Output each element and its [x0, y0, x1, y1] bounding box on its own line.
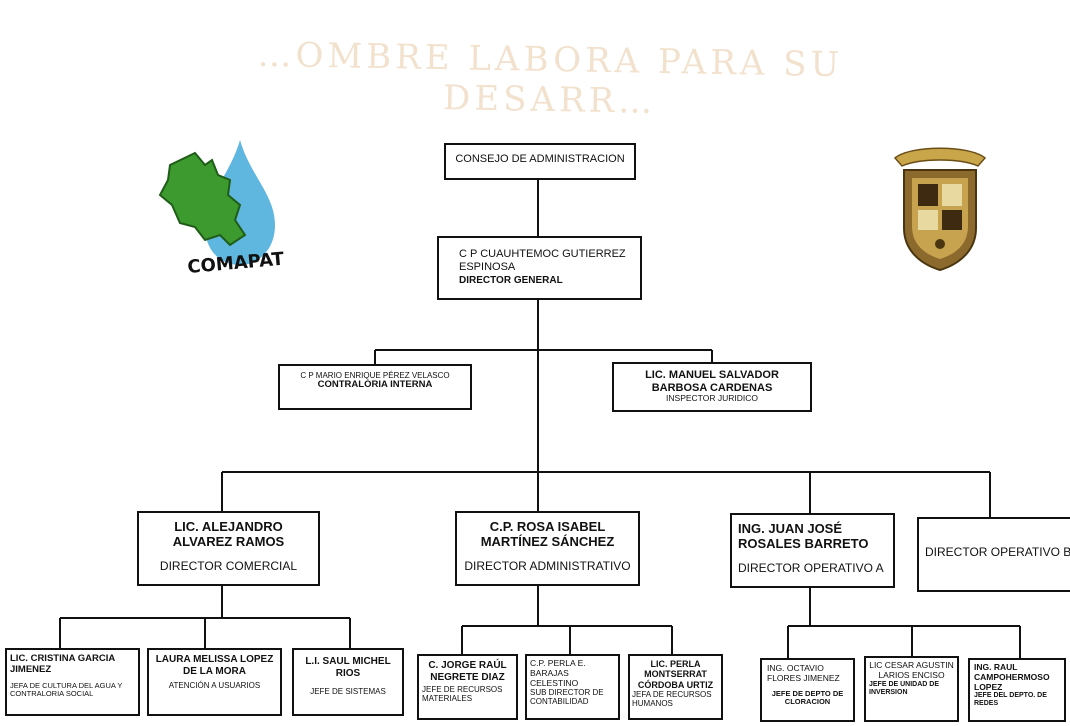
unit-inversion-role: JEFE DE UNIDAD DE INVERSION [869, 680, 940, 696]
unit-cloracion-name: ING. OCTAVIO FLORES JIMENEZ [767, 663, 840, 683]
director-administrativo-role: DIRECTOR ADMINISTRATIVO [464, 558, 631, 573]
contraloria-name: C P MARIO ENRIQUE PÉREZ VELASCO [300, 371, 450, 380]
unit-sistemas-box: L.I. SAUL MICHEL RIOS JEFE DE SISTEMAS [292, 648, 404, 716]
unit-contabilidad-box: C.P. PERLA E. BARAJAS CELESTINO SUB DIRE… [525, 654, 620, 720]
unit-materiales-role: JEFE DE RECURSOS MATERIALES [422, 685, 503, 704]
unit-atencion-box: LAURA MELISSA LOPEZ DE LA MORA ATENCIÓN … [147, 648, 282, 716]
director-operativo-b-box: DIRECTOR OPERATIVO B [917, 517, 1070, 592]
contraloria-role: CONTRALORIA INTERNA [317, 379, 433, 391]
board-label: CONSEJO DE ADMINISTRACION [455, 153, 625, 165]
director-general-role: DIRECTOR GENERAL [459, 275, 563, 287]
juridico-box: LIC. MANUEL SALVADOR BARBOSA CARDENAS IN… [612, 362, 812, 412]
unit-cloracion-box: ING. OCTAVIO FLORES JIMENEZ JEFE DE DEPT… [760, 658, 855, 722]
unit-materiales-box: C. JORGE RAÚL NEGRETE DIAZ JEFE DE RECUR… [417, 654, 518, 720]
unit-redes-name: ING. RAUL CAMPOHERMOSO LOPEZ [974, 662, 1050, 692]
director-comercial-role: DIRECTOR COMERCIAL [159, 558, 298, 573]
unit-cultura-agua-role: JEFA DE CULTURA DEL AGUA Y CONTRALORIA S… [10, 680, 123, 699]
director-general-box: C P CUAUHTEMOC GUTIERREZ ESPINOSA DIRECT… [437, 236, 642, 300]
unit-sistemas-role: JEFE DE SISTEMAS [310, 687, 386, 696]
unit-rrhh-role: JEFA DE RECURSOS HUMANOS [632, 690, 712, 709]
comapat-logo: COMAPAT [150, 135, 320, 285]
unit-atencion-role: ATENCIÓN A USUARIOS [168, 681, 261, 690]
director-comercial-name: LIC. ALEJANDRO ALVAREZ RAMOS [172, 519, 285, 549]
unit-rrhh-box: LIC. PERLA MONTSERRAT CÓRDOBA URTIZ JEFA… [628, 654, 723, 720]
unit-cultura-agua-name: LIC. CRISTINA GARCIA JIMENEZ [10, 653, 115, 675]
contraloria-box: C P MARIO ENRIQUE PÉREZ VELASCO CONTRALO… [278, 364, 472, 410]
unit-materiales-name: C. JORGE RAÚL NEGRETE DIAZ [428, 660, 507, 683]
comapat-logo-wordmark: COMAPAT [187, 249, 286, 278]
unit-contabilidad-name: C.P. PERLA E. BARAJAS CELESTINO [530, 658, 586, 688]
director-operativo-a-role: DIRECTOR OPERATIVO A [738, 560, 884, 575]
unit-redes-box: ING. RAUL CAMPOHERMOSO LOPEZ JEFE DEL DE… [968, 658, 1066, 722]
juridico-name: LIC. MANUEL SALVADOR BARBOSA CARDENAS [645, 369, 779, 394]
unit-sistemas-name: L.I. SAUL MICHEL RIOS [305, 656, 391, 679]
director-operativo-a-box: ING. JUAN JOSÉ ROSALES BARRETO DIRECTOR … [730, 513, 895, 588]
director-operativo-a-name: ING. JUAN JOSÉ ROSALES BARRETO [738, 521, 869, 551]
director-general-name: C P CUAUHTEMOC GUTIERREZ ESPINOSA [459, 248, 626, 273]
unit-cloracion-role: JEFE DE DEPTO DE CLORACION [771, 688, 844, 707]
unit-inversion-name: LIC CESAR AGUSTIN LARIOS ENCISO [869, 660, 954, 680]
director-administrativo-box: C.P. ROSA ISABEL MARTÍNEZ SÁNCHEZ DIRECT… [455, 511, 640, 586]
unit-cultura-agua-box: LIC. CRISTINA GARCIA JIMENEZ JEFA DE CUL… [5, 648, 140, 716]
board-box: CONSEJO DE ADMINISTRACION [444, 143, 636, 180]
director-comercial-box: LIC. ALEJANDRO ALVAREZ RAMOS DIRECTOR CO… [137, 511, 320, 586]
juridico-role: INSPECTOR JURIDICO [666, 393, 758, 404]
director-administrativo-name: C.P. ROSA ISABEL MARTÍNEZ SÁNCHEZ [480, 519, 615, 549]
unit-contabilidad-role: SUB DIRECTOR DE CONTABILIDAD [530, 688, 604, 707]
unit-inversion-box: LIC CESAR AGUSTIN LARIOS ENCISO JEFE DE … [864, 656, 959, 722]
unit-rrhh-name: LIC. PERLA MONTSERRAT CÓRDOBA URTIZ [637, 659, 714, 690]
unit-atencion-name: LAURA MELISSA LOPEZ DE LA MORA [155, 654, 274, 677]
municipal-seal [890, 140, 990, 275]
director-operativo-b-role: DIRECTOR OPERATIVO B [925, 545, 1070, 559]
unit-redes-role: JEFE DEL DEPTO. DE REDES [974, 692, 1047, 708]
